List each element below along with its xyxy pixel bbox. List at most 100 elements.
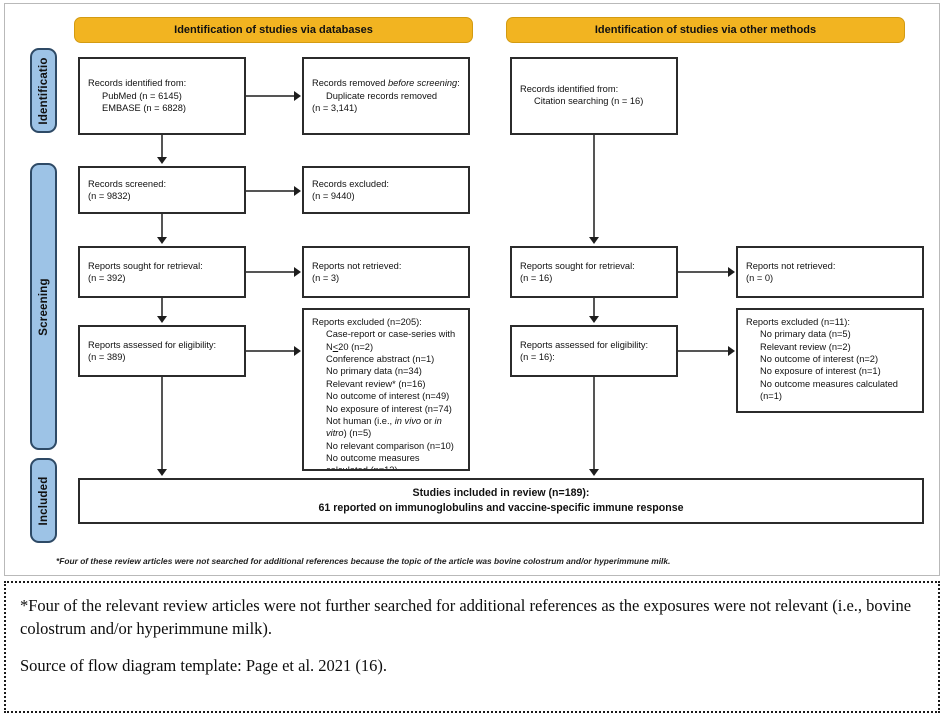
box-title: Records screened: [88, 178, 167, 189]
box-line: (n = 392) [88, 273, 126, 283]
prisma-flow-diagram: Identificatio Screening Included Identif… [30, 17, 924, 566]
box-title: Records identified from: [88, 78, 187, 89]
figure-footnote: *Four of these review articles were not … [56, 556, 671, 566]
section-header-other-methods: Identification of studies via other meth… [506, 17, 905, 43]
box-reports-sought-other: Reports sought for retrieval: (n = 16) [510, 246, 678, 298]
included-line-2: 61 reported on immunoglobulins and vacci… [318, 502, 684, 514]
exclusion-reason: Not human (i.e., in vivo or in vitro) (n… [326, 415, 442, 439]
box-title-italic: before screening [387, 78, 458, 89]
box-title: Reports not retrieved: [746, 260, 836, 271]
arrow-screened-to-excluded [294, 186, 301, 196]
box-title-plain: Records removed [312, 78, 388, 89]
exclusion-reason: No exposure of interest (n=1) [760, 366, 881, 377]
arrow-other-assessed-to-excluded [728, 346, 735, 356]
box-title: Records identified from: [520, 84, 619, 94]
box-reports-assessed-databases: Reports assessed for eligibility: (n = 3… [78, 325, 246, 377]
section-header-other-methods-label: Identification of studies via other meth… [594, 24, 817, 36]
box-records-identified-other: Records identified from: Citation search… [510, 57, 678, 135]
box-line: Citation searching (n = 16) [534, 96, 644, 107]
caption-paragraph-2: Source of flow diagram template: Page et… [20, 655, 388, 675]
exclusion-reason: No outcome of interest (n=49) [326, 391, 450, 402]
box-line: EMBASE (n = 6828) [102, 103, 186, 114]
exclusion-reason: Relevant review* (n=16) [326, 378, 426, 389]
stage-bar-screening: Screening [30, 163, 57, 450]
connector-other-assessed-to-excluded [678, 350, 729, 352]
stage-label-identification: Identificatio [37, 56, 50, 125]
section-header-databases-label: Identification of studies via databases [174, 24, 373, 36]
exclusion-reason: Conference abstract (n=1) [326, 354, 435, 365]
arrow-screened-to-sought [157, 237, 167, 244]
exclusion-reason: No outcome measures calculated (n=1) [760, 378, 898, 402]
arrow-identified-to-screened [157, 157, 167, 164]
box-records-identified-databases: Records identified from: PubMed (n = 614… [78, 57, 246, 135]
box-title: Reports sought for retrieval: [520, 260, 635, 271]
arrow-other-sought-to-not-retrieved [728, 267, 735, 277]
connector-other-sought-to-assessed [593, 298, 595, 317]
box-line: (n = 389) [88, 352, 126, 362]
box-title: Reports excluded (n=205): [312, 317, 422, 327]
connector-other-identified-to-sought [593, 135, 595, 238]
exclusion-reason: No primary data (n=5) [760, 329, 851, 340]
exclusion-reason: Relevant review (n=2) [760, 341, 851, 352]
caption-block: *Four of the relevant review articles we… [4, 581, 940, 713]
box-title: Reports sought for retrieval: [88, 260, 203, 271]
arrow-other-assessed-to-included [589, 469, 599, 476]
box-line: (n = 9832) [88, 191, 131, 201]
connector-other-assessed-to-included [593, 377, 595, 470]
arrow-other-sought-to-assessed [589, 316, 599, 323]
arrow-sought-to-assessed [157, 316, 167, 323]
box-line: Duplicate records removed [326, 90, 438, 101]
connector-screened-to-sought [161, 214, 163, 238]
exclusion-reason: No relevant comparison (n=10) [326, 440, 454, 451]
section-header-databases: Identification of studies via databases [74, 17, 473, 43]
box-line: (n = 9440) [312, 191, 355, 201]
box-reports-excluded-other: Reports excluded (n=11): No primary data… [736, 308, 924, 413]
box-reports-not-retrieved-other: Reports not retrieved: (n = 0) [736, 246, 924, 298]
box-records-screened: Records screened: (n = 9832) [78, 166, 246, 214]
stage-bar-identification: Identificatio [30, 48, 57, 133]
stage-bar-included: Included [30, 458, 57, 543]
box-title: Reports assessed for eligibility: [88, 339, 217, 350]
connector-other-sought-to-not-retrieved [678, 271, 729, 273]
box-title: Records removed before screening: [312, 77, 460, 89]
caption-paragraph-1: *Four of the relevant review articles we… [20, 596, 912, 638]
arrow-assessed-to-included [157, 469, 167, 476]
connector-identified-to-screened [161, 135, 163, 159]
box-line: (n = 16): [520, 352, 555, 362]
box-reports-sought-databases: Reports sought for retrieval: (n = 392) [78, 246, 246, 298]
box-line: (n = 0) [746, 273, 774, 283]
exclusion-reason: No primary data (n=34) [326, 366, 422, 377]
exclusion-reason: No outcome measures calculated (n=13) [326, 452, 420, 471]
box-title: Reports assessed for eligibility: [520, 339, 649, 350]
box-reports-assessed-other: Reports assessed for eligibility: (n = 1… [510, 325, 678, 377]
connector-sought-to-assessed [161, 298, 163, 317]
connector-sought-to-not-retrieved [246, 271, 295, 273]
box-title: Records excluded: [312, 178, 389, 189]
box-records-removed-before-screening: Records removed before screening: Duplic… [302, 57, 470, 135]
box-title-tail: : [457, 78, 460, 89]
arrow-sought-to-not-retrieved [294, 267, 301, 277]
exclusion-reason: No exposure of interest (n=74) [326, 403, 452, 414]
included-line-1: Studies included in review (n=189): [412, 486, 590, 499]
connector-assessed-to-included [161, 377, 163, 470]
box-title: Reports excluded (n=11): [746, 317, 850, 327]
connector-assessed-to-excluded [246, 350, 295, 352]
stage-label-screening: Screening [37, 277, 50, 336]
arrow-identified-to-removed [294, 91, 301, 101]
arrow-other-identified-to-sought [589, 237, 599, 244]
box-line: (n = 3) [312, 273, 340, 283]
box-reports-not-retrieved-databases: Reports not retrieved: (n = 3) [302, 246, 470, 298]
box-studies-included: Studies included in review (n=189): 61 r… [78, 478, 924, 524]
stage-label-included: Included [37, 476, 50, 525]
box-line: PubMed (n = 6145) [102, 90, 182, 101]
box-records-excluded: Records excluded: (n = 9440) [302, 166, 470, 214]
arrow-assessed-to-excluded [294, 346, 301, 356]
exclusion-reason: Case-report or case-series with N<20 (n=… [326, 329, 456, 352]
box-title: Reports not retrieved: [312, 260, 402, 271]
connector-screened-to-excluded [246, 190, 295, 192]
box-reports-excluded-databases: Reports excluded (n=205): Case-report or… [302, 308, 470, 471]
box-line: (n = 16) [520, 273, 553, 283]
exclusion-reason: No outcome of interest (n=2) [760, 354, 879, 365]
connector-identified-to-removed [246, 95, 295, 97]
box-line: (n = 3,141) [312, 103, 358, 114]
